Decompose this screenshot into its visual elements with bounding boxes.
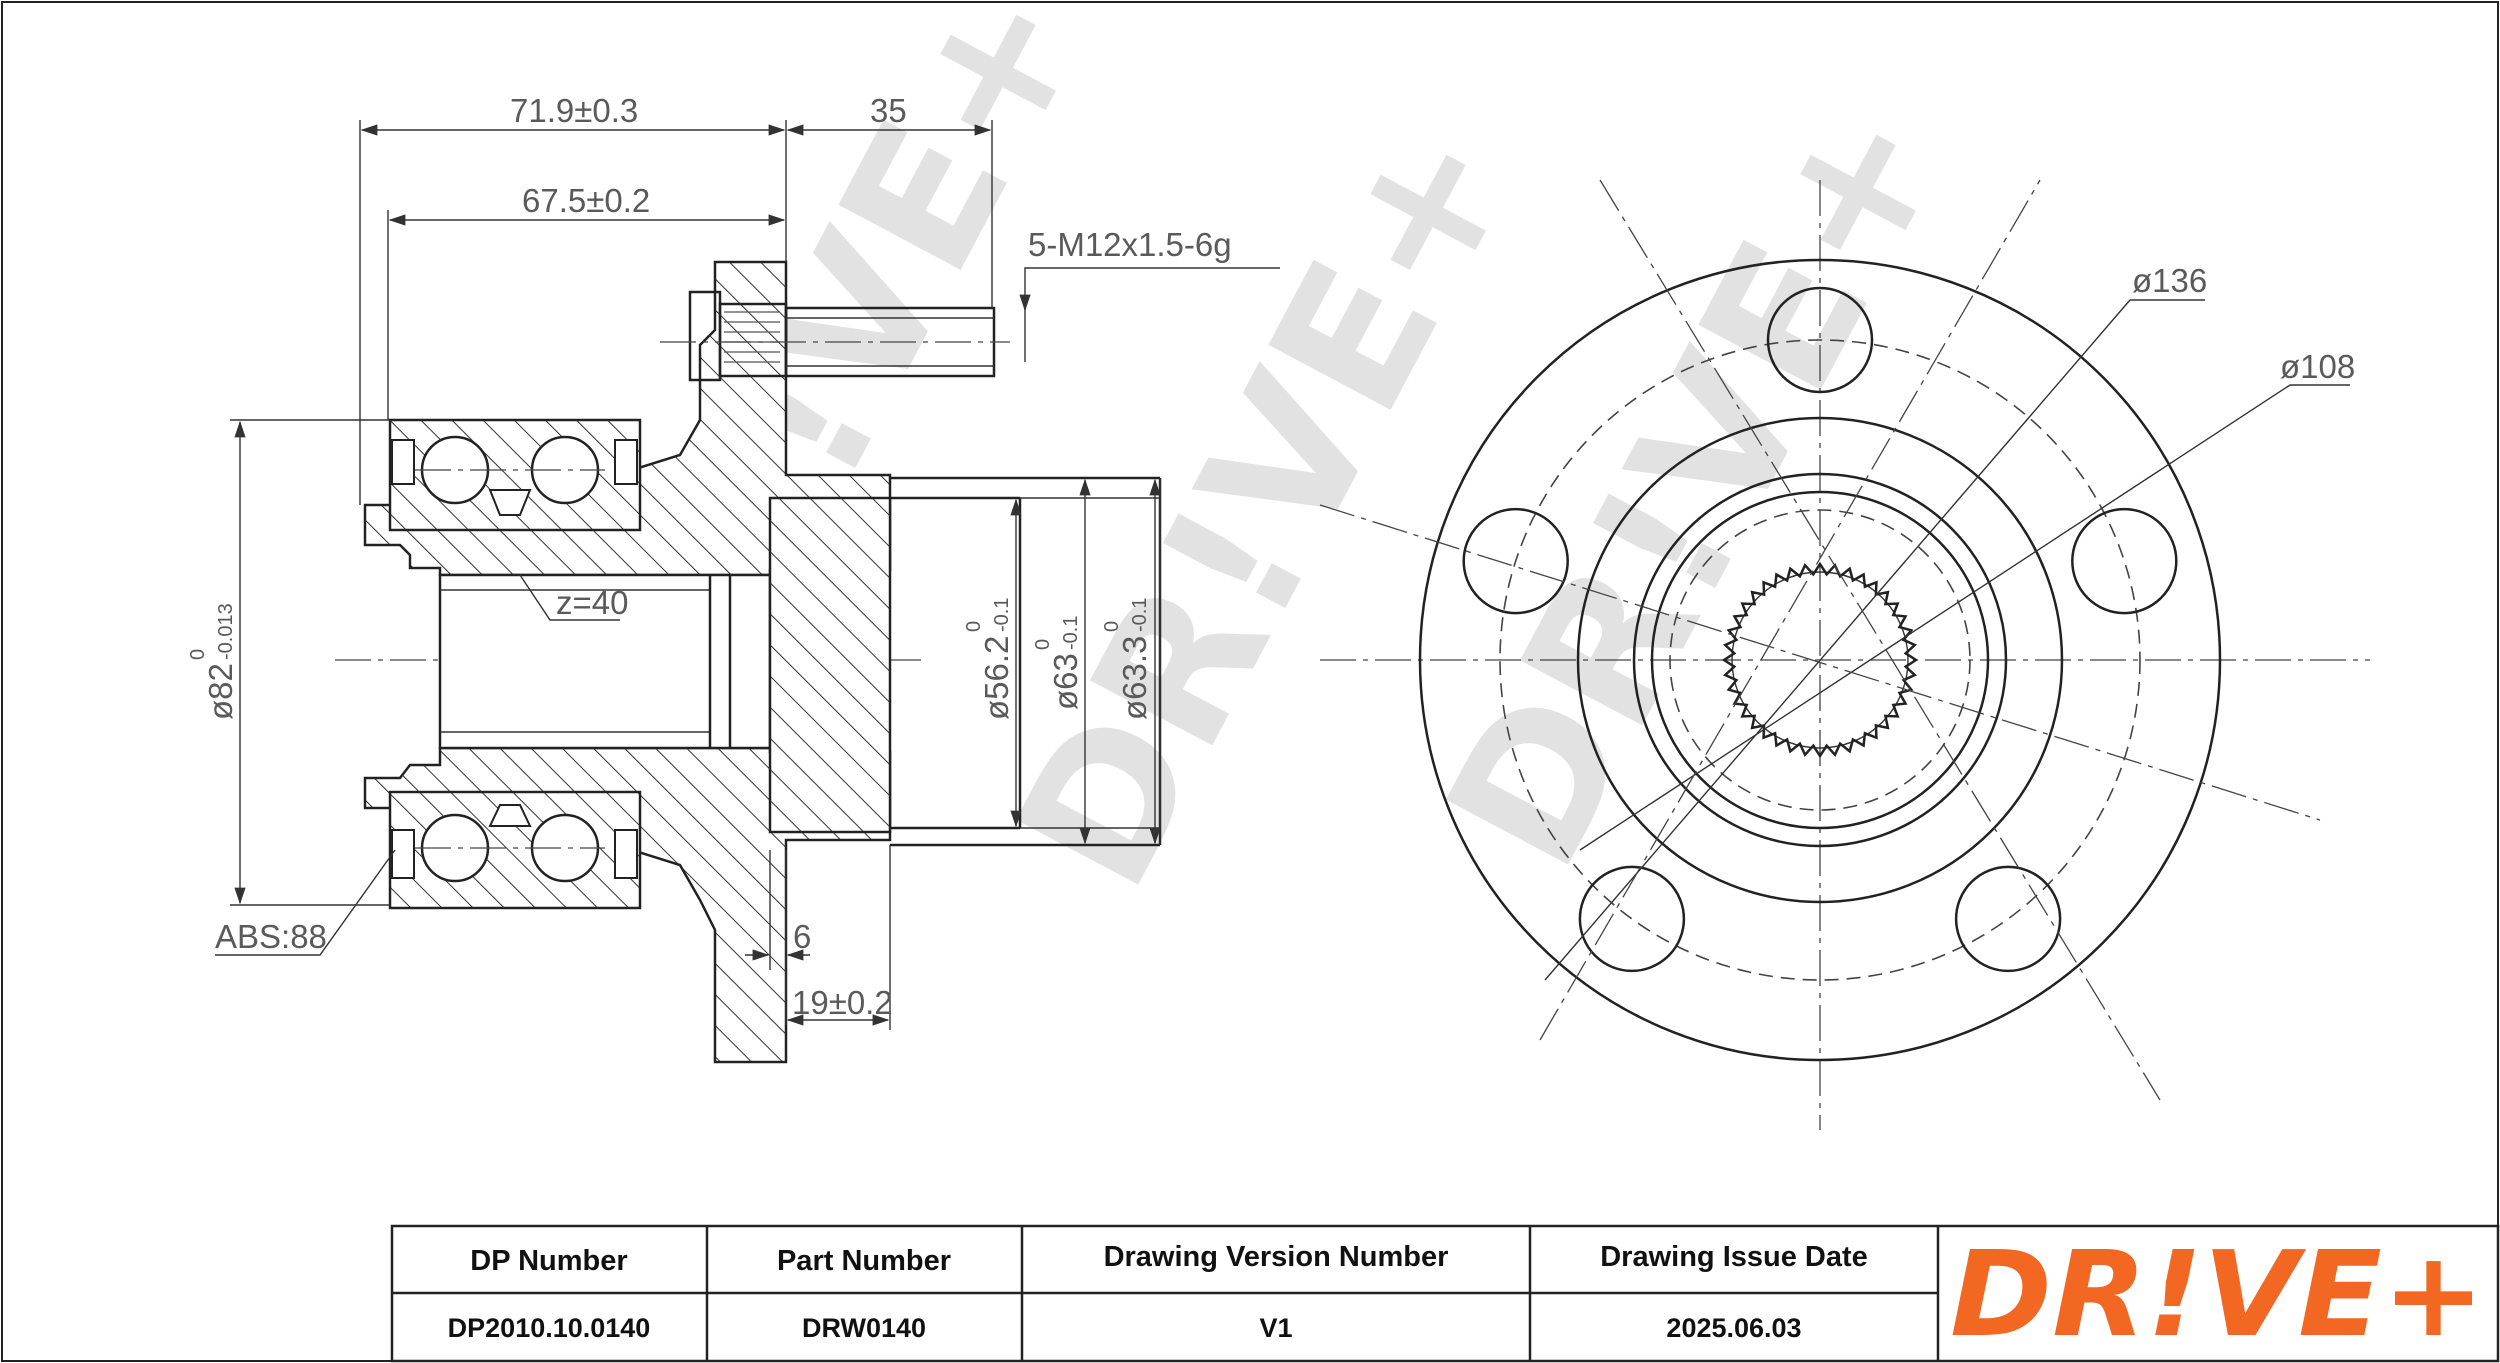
dim-outer-diameter-tol-lower: -0.013 [215, 603, 237, 660]
pilot-inner [1650, 490, 1990, 830]
pilot-outer [1632, 472, 2008, 848]
dim-pilot-diameter-3-tol-upper: 0 [1101, 621, 1123, 632]
bolt-hole [2071, 507, 2178, 615]
dim-pilot-diameter-3-tol-lower: -0.1 [1129, 598, 1151, 632]
front-view: ø136 ø108 [1319, 179, 2370, 1130]
value-issue-date: 2025.06.03 [1666, 1313, 1801, 1343]
dim-overall-width: 71.9±0.3 [510, 92, 638, 129]
value-drawing-version: V1 [1259, 1313, 1292, 1343]
dim-pilot-diameter-2-tol-upper: 0 [1032, 639, 1054, 650]
spline-root-circle [1731, 571, 1909, 749]
spline-teeth [1721, 561, 1919, 759]
leader-flange-diameter [1544, 299, 2131, 981]
value-part-number: DRW0140 [802, 1313, 926, 1343]
dim-pilot-diameter-1: ø56.2 [978, 636, 1015, 720]
section-view: 71.9±0.3 35 67.5±0.2 5-M12x1.5-6g z=40 A… [187, 92, 1280, 1064]
header-issue-date: Drawing Issue Date [1600, 1241, 1868, 1273]
dim-outer-diameter: ø82 [202, 663, 239, 720]
bolt-circle [1499, 339, 2141, 981]
dim-flange-thickness: 6 [793, 918, 811, 955]
bolt-hole [1462, 507, 1569, 615]
dim-pilot-length: 19±0.2 [792, 984, 893, 1021]
dim-abs-ring: ABS:88 [215, 918, 327, 955]
dim-pilot-diameter-2-group: ø63 0 -0.1 [1032, 616, 1084, 710]
dim-pilot-diameter-3: ø63.3 [1116, 636, 1153, 720]
spline-bore [438, 573, 772, 750]
header-dp-number: DP Number [470, 1245, 627, 1277]
dim-outer-diameter-group: ø82 0 -0.013 [187, 603, 239, 720]
drive-logo: DR!VE+ [1950, 1225, 2485, 1363]
dim-pilot-diameter-1-tol-upper: 0 [963, 621, 985, 632]
dim-pilot-diameter-2-tol-lower: -0.1 [1060, 616, 1082, 650]
pilot-hidden [1669, 509, 1971, 811]
dim-bolt-circle-diameter: ø108 [2280, 348, 2355, 385]
bolt-hole [1578, 865, 1686, 973]
dim-pilot-diameter-1-group: ø56.2 0 -0.1 [963, 598, 1015, 720]
leader-bolt-circle [1579, 384, 2291, 851]
bolt-hole [1954, 865, 2062, 973]
bearing-upper [388, 418, 642, 532]
header-part-number: Part Number [777, 1245, 951, 1277]
flange-outline [1418, 258, 2222, 1062]
dim-pilot-diameter-2: ø63 [1047, 653, 1084, 710]
dim-stud-length: 35 [870, 92, 907, 129]
hub-outer-ring [1576, 416, 2064, 904]
dim-flange-diameter: ø136 [2132, 262, 2207, 299]
value-dp-number: DP2010.10.0140 [448, 1313, 651, 1343]
dim-stud-thread: 5-M12x1.5-6g [1028, 226, 1232, 263]
dim-bearing-width: 67.5±0.2 [522, 182, 650, 219]
dim-outer-diameter-tol-upper: 0 [187, 649, 209, 660]
wheel-stud [660, 290, 1010, 382]
bolt-holes [1462, 286, 2178, 973]
header-drawing-version: Drawing Version Number [1104, 1241, 1449, 1273]
bearing-lower [388, 790, 642, 910]
dim-spline: z=40 [556, 584, 628, 621]
title-block: DP Number Part Number Drawing Version Nu… [390, 1224, 2500, 1363]
dim-pilot-diameter-3-group: ø63.3 0 -0.1 [1101, 598, 1153, 720]
bolt-hole [1766, 286, 1874, 394]
dim-pilot-diameter-1-tol-lower: -0.1 [991, 598, 1013, 632]
